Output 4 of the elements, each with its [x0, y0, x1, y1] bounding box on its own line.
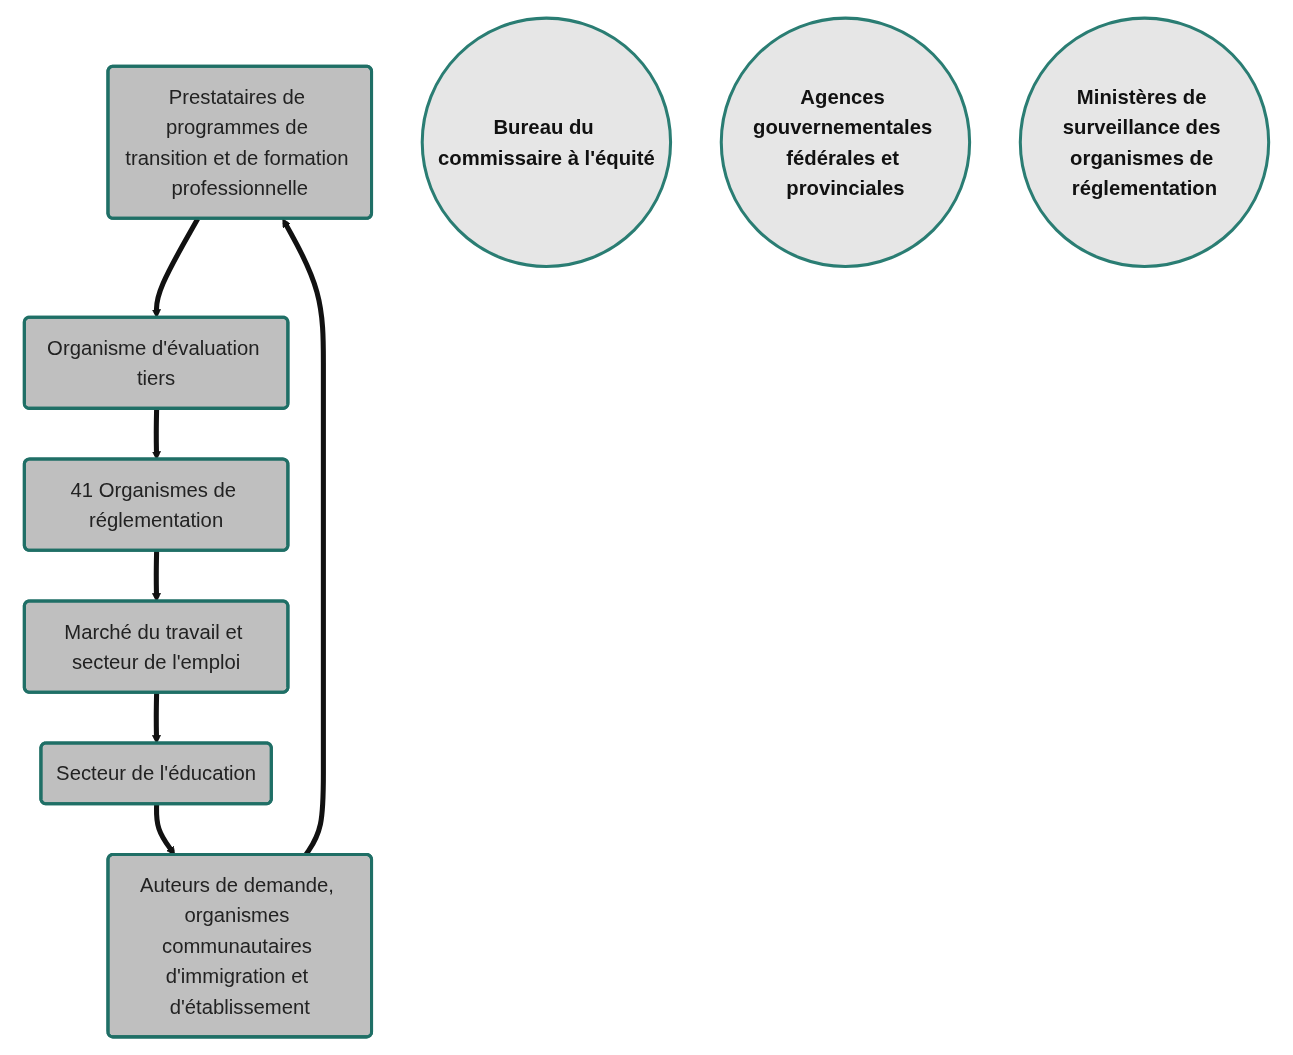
- node-circle: Agences gouvernementales fédérales et provinciales: [719, 16, 972, 268]
- arrow: [152, 408, 161, 460]
- node-circle: Bureau du commissaire à l'équité: [420, 16, 673, 268]
- node-circle: Ministères de surveillance des organismes de réglementation: [1018, 16, 1271, 268]
